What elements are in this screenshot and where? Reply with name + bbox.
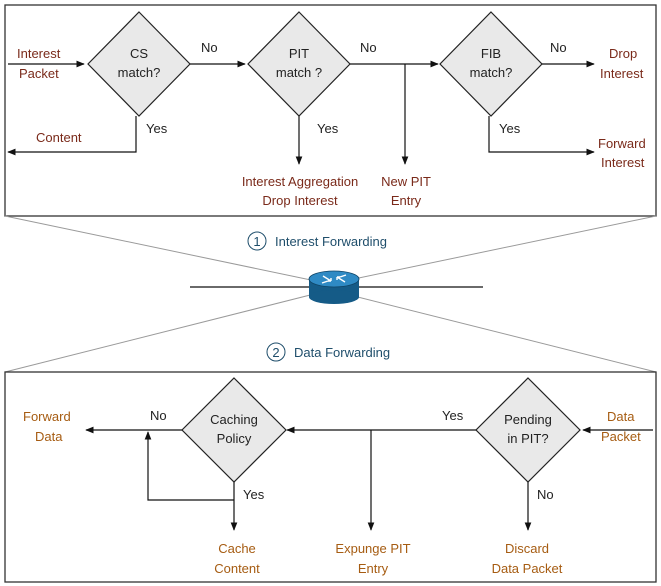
fib-yes-label: Yes <box>499 121 521 136</box>
caching-no-label: No <box>150 408 167 423</box>
interest-forwarding-panel <box>4 4 657 217</box>
router-icon <box>308 270 360 304</box>
cs-match-diamond <box>87 11 191 117</box>
cache-content-label-2: Content <box>214 561 260 576</box>
cache-content-label-1: Cache <box>218 541 256 556</box>
drop-interest-label-2: Interest <box>600 66 644 81</box>
interest-packet-label-2: Packet <box>19 66 59 81</box>
new-pit-label-2: Entry <box>391 193 422 208</box>
fib-match-label-1: FIB <box>481 46 501 61</box>
caching-label-1: Caching <box>210 412 258 427</box>
data-packet-label-2: Packet <box>601 429 641 444</box>
pending-no-label: No <box>537 487 554 502</box>
caching-label-2: Policy <box>217 431 252 446</box>
fib-match-diamond <box>439 11 543 117</box>
new-pit-label-1: New PIT <box>381 174 431 189</box>
fib-match-label-2: match? <box>470 65 513 80</box>
funnel-line-bottom-right <box>329 289 657 373</box>
caching-loop-arrow <box>144 431 234 501</box>
step-2-badge <box>266 342 286 362</box>
cs-match-label-1: CS <box>130 46 148 61</box>
funnel-line-bottom-left <box>4 289 331 373</box>
fib-no-label: No <box>550 40 567 55</box>
caching-policy-diamond <box>181 377 287 483</box>
pit-match-label-2: match ? <box>276 65 322 80</box>
discard-label-1: Discard <box>505 541 549 556</box>
data-forwarding-panel <box>4 371 657 583</box>
pending-label-1: Pending <box>504 412 552 427</box>
pit-no-label: No <box>360 40 377 55</box>
pit-yes-label: Yes <box>317 121 339 136</box>
pending-in-pit-diamond <box>475 377 581 483</box>
step-2-label: Data Forwarding <box>294 345 390 360</box>
pit-match-diamond <box>247 11 351 117</box>
discard-label-2: Data Packet <box>492 561 563 576</box>
cs-yes-arrow <box>7 116 137 156</box>
data-packet-label-1: Data <box>607 409 635 424</box>
pending-label-2: in PIT? <box>507 431 548 446</box>
forward-interest-label-2: Interest <box>601 155 645 170</box>
step-1-label: Interest Forwarding <box>275 234 387 249</box>
caching-yes-label: Yes <box>243 487 265 502</box>
drop-interest-label-1: Drop <box>609 46 637 61</box>
interest-aggregation-label: Interest Aggregation <box>242 174 358 189</box>
cs-no-label: No <box>201 40 218 55</box>
pending-yes-label: Yes <box>442 408 464 423</box>
forward-interest-label-1: Forward <box>598 136 646 151</box>
cs-match-label-2: match? <box>118 65 161 80</box>
expunge-label-1: Expunge PIT <box>335 541 410 556</box>
step-1-badge <box>247 231 267 251</box>
pit-match-label-1: PIT <box>289 46 309 61</box>
forward-data-label-2: Data <box>35 429 63 444</box>
step-2-number: 2 <box>272 345 279 360</box>
step-1-number: 1 <box>253 234 260 249</box>
funnel-line-top-left <box>4 215 331 285</box>
drop-interest-aggregation-label: Drop Interest <box>262 193 338 208</box>
cs-yes-label: Yes <box>146 121 168 136</box>
fib-yes-arrow <box>488 116 595 156</box>
content-label: Content <box>36 130 82 145</box>
funnel-line-top-right <box>329 215 657 285</box>
expunge-label-2: Entry <box>358 561 389 576</box>
forward-data-label-1: Forward <box>23 409 71 424</box>
interest-packet-label-1: Interest <box>17 46 61 61</box>
